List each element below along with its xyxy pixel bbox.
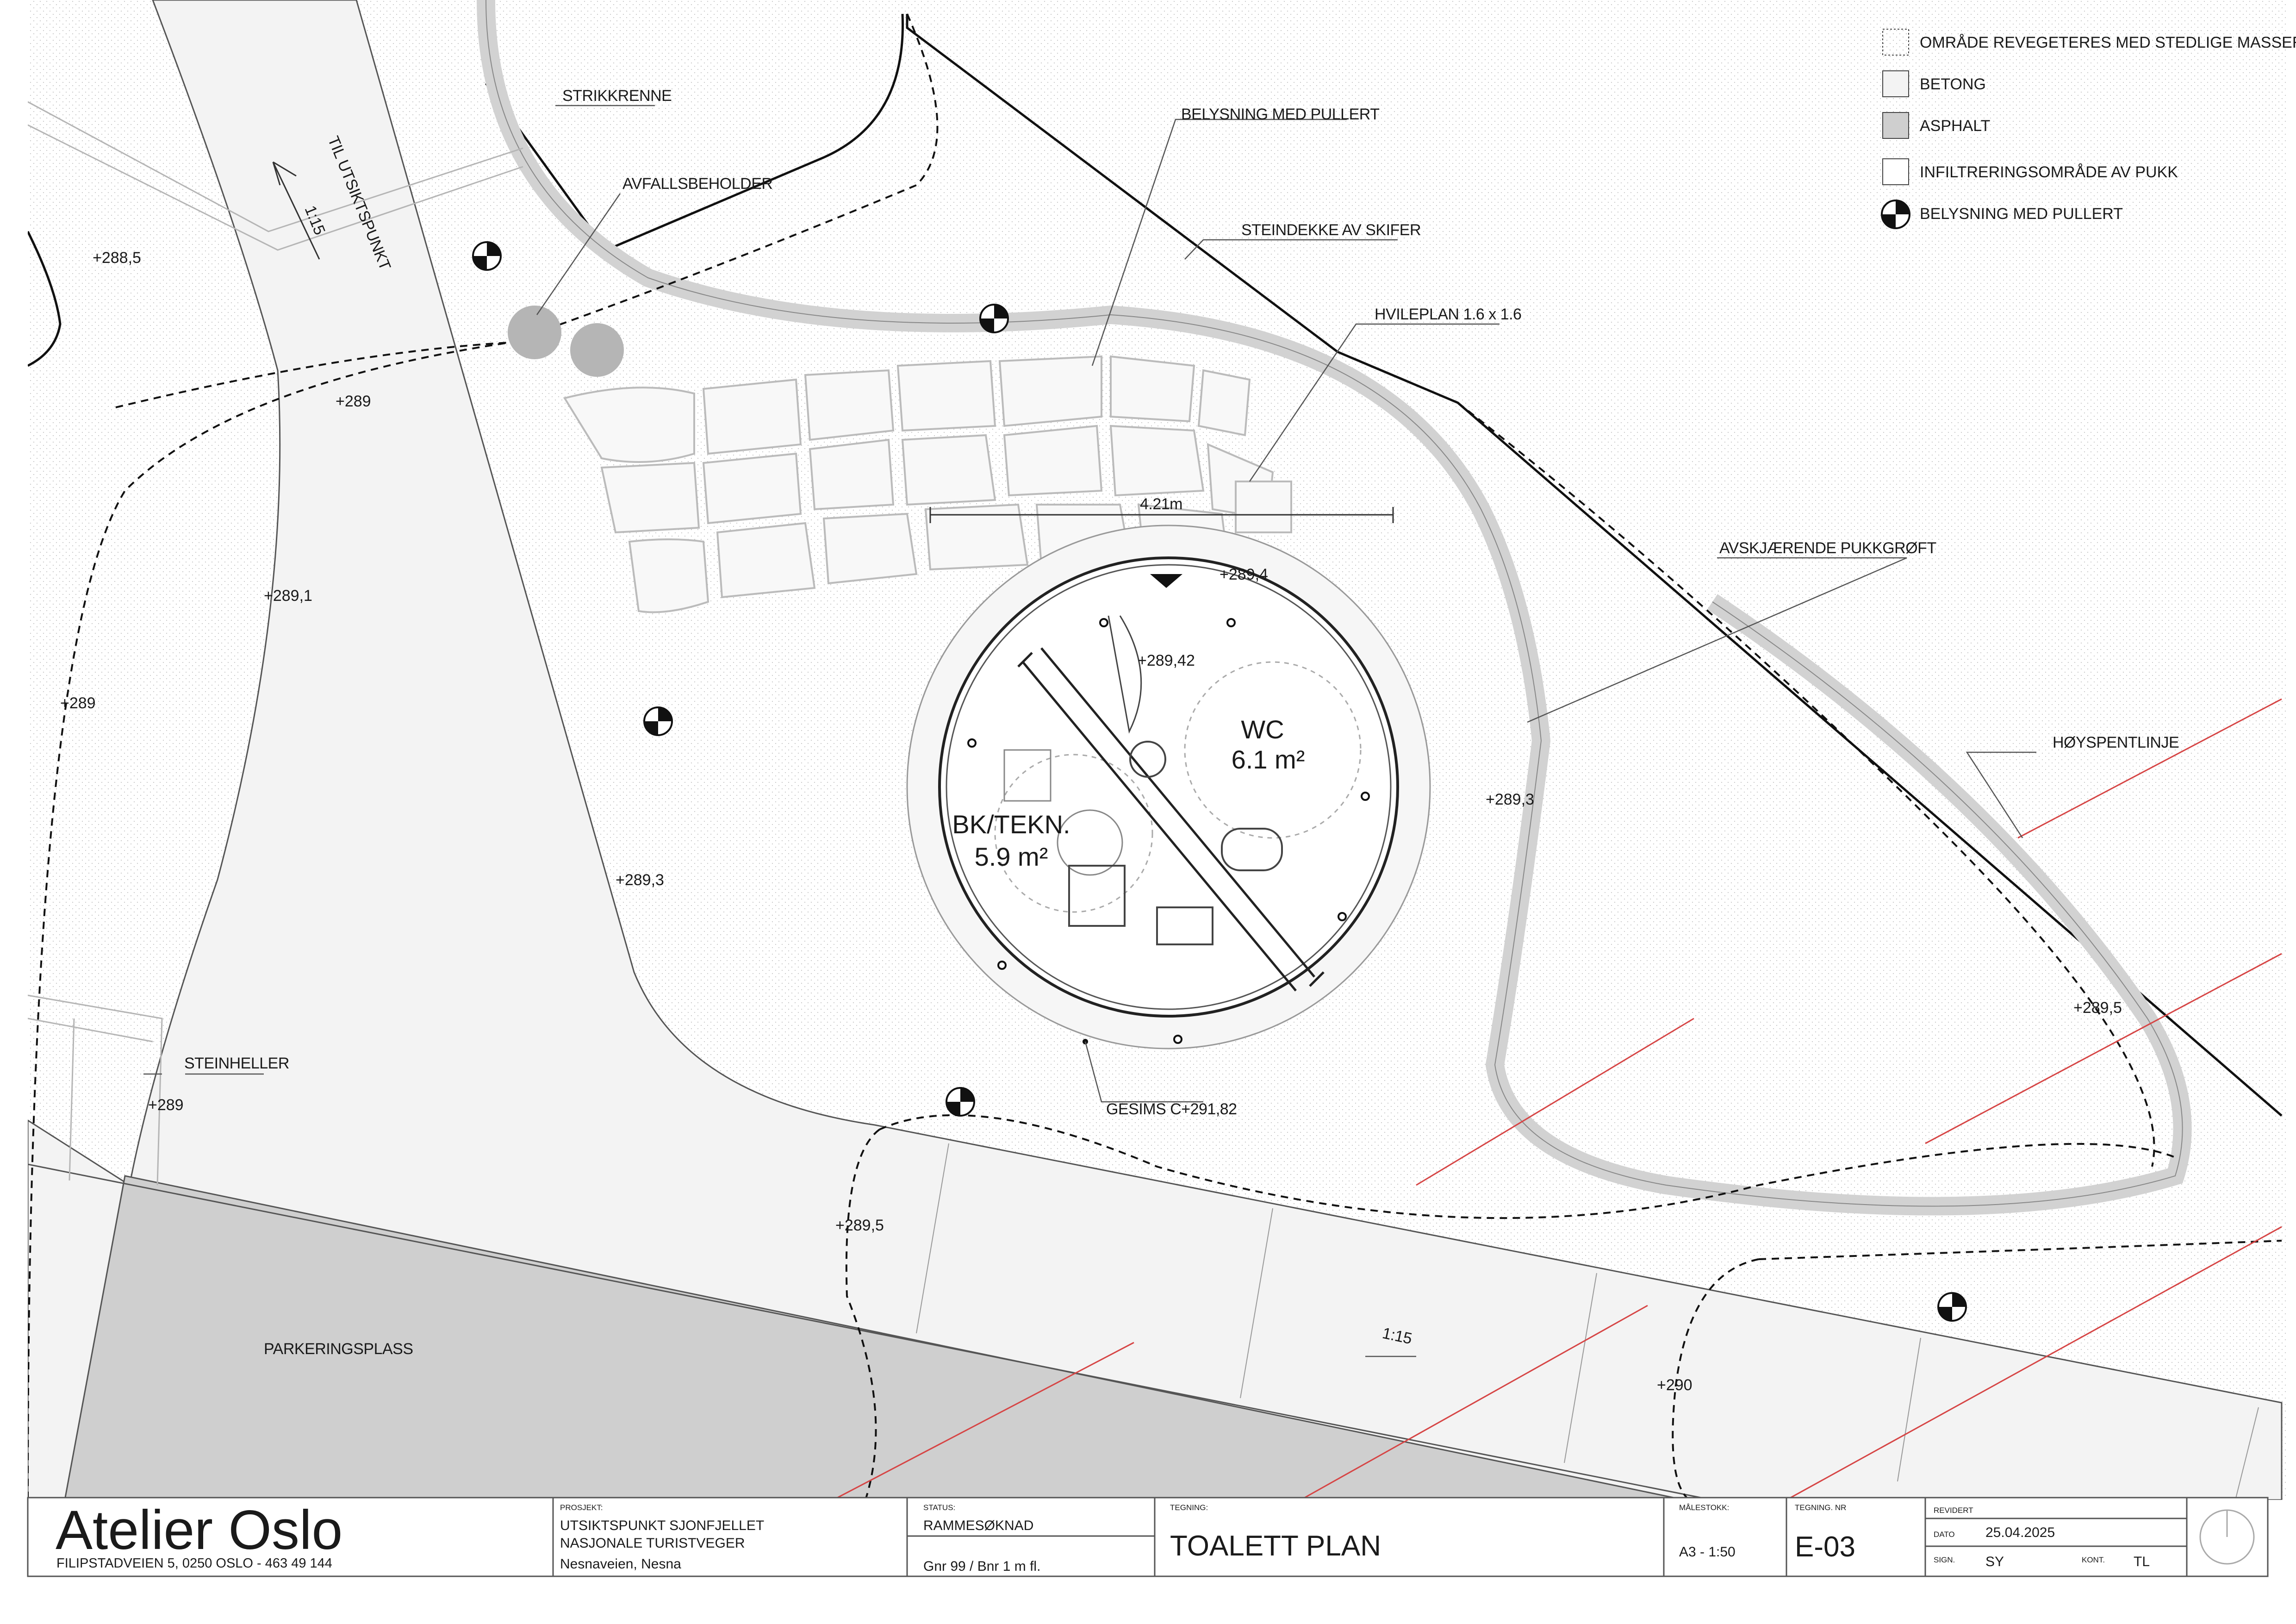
room-wc-name: WC [1241,715,1284,744]
drawing-label: TEGNING: [1170,1503,1208,1512]
drawing-number: E-03 [1795,1531,1855,1563]
direction-arrow [272,161,320,260]
label-steinheller: STEINHELLER [184,1055,289,1072]
dimension-line [929,507,1394,523]
company-logo: Atelier Oslo [56,1499,342,1561]
spot-height: +289,1 [264,587,312,605]
slate-paving [563,355,1274,613]
spot-height: +289,42 [1138,652,1195,669]
legend-label: INFILTRERINGSOMRÅDE AV PUKK [1920,163,2178,181]
parking-asphalt [64,1175,1685,1500]
parking-edge [28,1163,1713,1500]
spot-height: +289,3 [616,871,664,889]
project-label: PROSJEKT: [560,1503,603,1512]
spot-height: +289 [148,1096,184,1114]
drawing-number-label: TEGNING. NR [1795,1503,1846,1512]
label-hoyspentlinje: HØYSPENTLINJE [2053,734,2179,751]
sign-label: SIGN. [1934,1555,1955,1564]
label-belysning: BELYSNING MED PULLERT [1181,106,1379,123]
kont-label: KONT. [2082,1555,2105,1564]
waste-bin [570,323,624,377]
bollard-lights [472,241,1967,1322]
spot-height: +289,3 [1486,791,1534,808]
label-strikkrenne: STRIKKRENNE [562,87,672,105]
waste-bin [508,306,561,359]
date-value: 25.04.2025 [1985,1525,2055,1540]
kont-value: TL [2134,1554,2150,1569]
room-bk-area: 5.9 m² [975,842,1048,871]
scale-label: MÅLESTOKK: [1679,1503,1729,1512]
label-steindekke: STEINDEKKE AV SKIFER [1241,221,1421,239]
label-avskjaerende-pukkgroft: AVSKJÆRENDE PUKKGRØFT [1719,539,1936,557]
label-hvileplan: HVILEPLAN 1.6 x 1.6 [1375,306,1521,323]
upper-area-outline [485,13,904,252]
label-avfallsbeholder: AVFALLSBEHOLDER [622,175,772,193]
legend-label: BELYSNING MED PULLERT [1920,205,2123,223]
status-value: RAMMESØKNAD [923,1518,1033,1533]
legend [1881,29,1910,229]
spot-height: +288,5 [93,249,141,267]
title-block [27,1497,2269,1577]
drawing-title: TOALETT PLAN [1170,1530,1381,1562]
spot-height: +289,5 [835,1217,884,1234]
date-label: DATO [1934,1530,1955,1539]
spot-height: +289 [60,694,96,712]
resting-platform [1235,481,1292,533]
leader-lines [143,105,2036,1357]
scale-value: A3 - 1:50 [1679,1544,1736,1560]
room-bk-name: BK/TEKN. [952,810,1070,839]
toilet-building [906,525,1431,1049]
label-parkeringsplass: PARKERINGSPLASS [264,1340,413,1358]
spot-height: +289,4 [1220,566,1268,583]
project-location: Nesnaveien, Nesna [560,1556,681,1572]
gnr-bnr: Gnr 99 / Bnr 1 m fl. [923,1559,1040,1574]
legend-label: BETONG [1920,75,1986,93]
left-edge-outline [28,231,62,367]
project-client: NASJONALE TURISTVEGER [560,1536,745,1551]
old-road-lines [28,101,523,1186]
label-gesims: GESIMS C+291,82 [1106,1100,1237,1118]
spot-height: +290 [1657,1376,1692,1394]
room-wc-area: 6.1 m² [1232,745,1305,774]
high-voltage-lines [833,698,2282,1500]
company-address: FILIPSTADVEIEN 5, 0250 OSLO - 463 49 144 [56,1556,332,1571]
project-name: UTSIKTSPUNKT SJONFJELLET [560,1518,764,1533]
legend-label: ASPHALT [1920,117,1990,135]
terrain-dashed-lines [28,13,2282,1500]
spot-height: +289 [336,393,371,410]
sign-value: SY [1985,1554,2004,1569]
spot-height: +289,5 [2073,999,2122,1017]
label-dimension: 4.21m [1140,495,1182,513]
legend-label: OMRÅDE REVEGETERES MED STEDLIGE MASSER [1920,34,2296,51]
parking-stall-lines [916,1143,2259,1500]
revised-label: REVIDERT [1934,1506,1973,1515]
road-to-viewpoint [28,0,2283,1500]
status-label: STATUS: [923,1503,955,1512]
